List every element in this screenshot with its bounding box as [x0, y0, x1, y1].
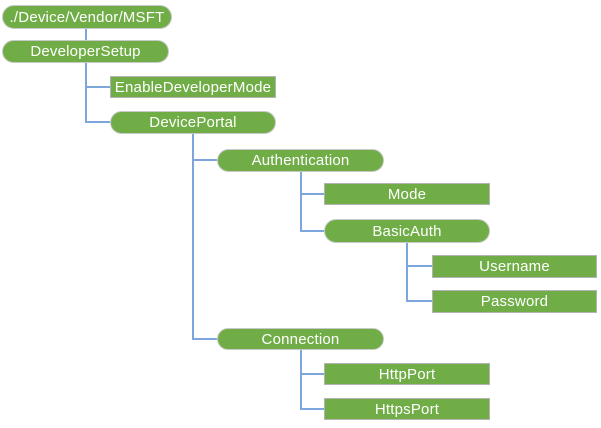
connector-branch-connection [192, 338, 217, 340]
connector-branch-httpport [300, 373, 324, 375]
node-developersetup: DeveloperSetup [2, 40, 169, 63]
connector-branch-username [406, 265, 432, 267]
connector-branch-authentication [192, 159, 217, 161]
connector-branch-basicauth [300, 230, 324, 232]
node-connection: Connection [217, 328, 384, 350]
node-basicauth: BasicAuth [324, 219, 490, 243]
node-deviceportal: DevicePortal [110, 111, 276, 134]
node-httpsport: HttpsPort [324, 398, 490, 420]
connector-authentication-trunk [300, 172, 302, 231]
node-mode: Mode [324, 183, 490, 205]
connector-branch-password [406, 300, 432, 302]
node-device-vendor-msft: ./Device/Vendor/MSFT [2, 5, 172, 29]
node-authentication: Authentication [217, 149, 384, 172]
node-username: Username [432, 255, 597, 278]
connector-branch-enabledevelopermode [85, 86, 110, 88]
connector-deviceportal-trunk [192, 134, 194, 339]
node-enabledevelopermode: EnableDeveloperMode [110, 76, 276, 98]
connector-connection-trunk [300, 350, 302, 409]
connector-basicauth-trunk [406, 243, 408, 302]
connector-branch-deviceportal [85, 121, 110, 123]
connector-branch-httpsport [300, 408, 324, 410]
node-password: Password [432, 290, 597, 313]
connector-developersetup-trunk [85, 63, 87, 123]
connector-branch-mode [300, 193, 324, 195]
node-httpport: HttpPort [324, 363, 490, 385]
connector-root-developersetup [85, 29, 87, 40]
